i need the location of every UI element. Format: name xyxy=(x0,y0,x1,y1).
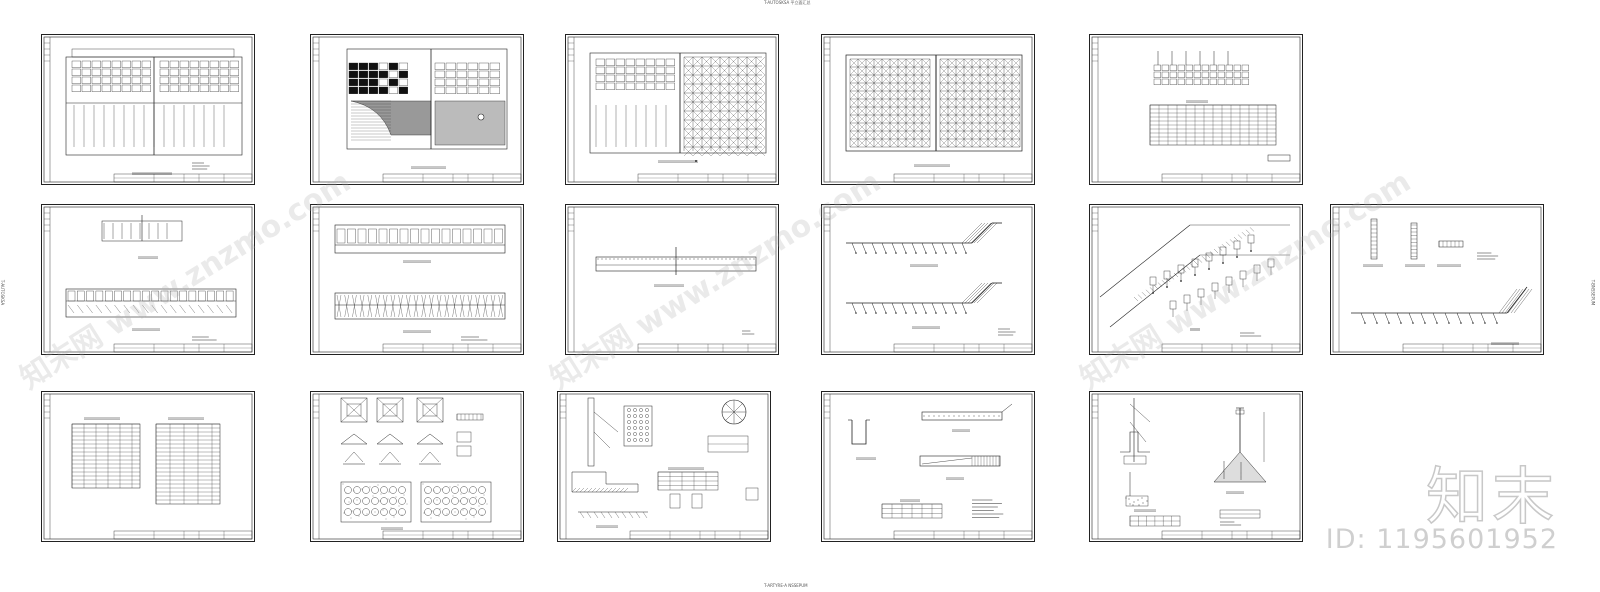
left-caption: T-AUTOSKSA xyxy=(0,279,6,306)
brand-logo-text: 知末 xyxy=(1425,459,1558,534)
sheet-drawing-detail-sections xyxy=(559,393,769,540)
sheet-drawing-pipe-run-1 xyxy=(823,206,1033,353)
drawing-sheet-material-tables xyxy=(41,391,255,542)
image-id-label: ID: 1195601952 xyxy=(1325,524,1558,555)
sheet-drawing-plan-grid-bays-1 xyxy=(43,36,253,183)
sheet-drawing-schedule-table-1 xyxy=(1091,36,1301,183)
sheet-drawing-section-elevations-1 xyxy=(43,206,253,353)
sheet-drawing-plan-hatched-1 xyxy=(312,36,522,183)
drawing-sheet-plan-grid-bays-1 xyxy=(41,34,255,185)
drawing-sheet-detail-pits xyxy=(310,391,524,542)
sheet-drawing-detail-pits xyxy=(312,393,522,540)
drawing-sheet-plan-full-mesh xyxy=(821,34,1035,185)
drawing-sheet-section-elevations-2 xyxy=(310,204,524,355)
drawing-sheet-plan-grid-mesh xyxy=(565,34,779,185)
drawing-sheet-pipe-isometric xyxy=(1089,204,1303,355)
sheet-drawing-plan-grid-mesh xyxy=(567,36,777,183)
sheet-drawing-detail-well xyxy=(1091,393,1301,540)
drawing-sheet-pipe-details xyxy=(1330,204,1544,355)
drawing-sheet-pipe-run-1 xyxy=(821,204,1035,355)
top-caption: T-AUTOSKSA 平立面汇总 xyxy=(764,0,811,5)
sheet-drawing-section-elevations-2 xyxy=(312,206,522,353)
drawing-sheet-plan-hatched-1 xyxy=(310,34,524,185)
right-caption: T-BNSSEPUM xyxy=(1590,279,1596,306)
drawing-sheet-detail-channel xyxy=(821,391,1035,542)
drawing-sheet-section-long xyxy=(565,204,779,355)
drawing-sheet-schedule-table-1 xyxy=(1089,34,1303,185)
bottom-caption: T-ARTYRE-A NSSEPUM xyxy=(764,583,808,588)
drawing-sheet-section-elevations-1 xyxy=(41,204,255,355)
drawing-sheet-detail-sections xyxy=(557,391,771,542)
sheet-drawing-plan-full-mesh xyxy=(823,36,1033,183)
sheet-drawing-material-tables xyxy=(43,393,253,540)
sheet-drawing-pipe-isometric xyxy=(1091,206,1301,353)
sheet-drawing-detail-channel xyxy=(823,393,1033,540)
drawing-sheet-detail-well xyxy=(1089,391,1303,542)
sheet-drawing-section-long xyxy=(567,206,777,353)
sheet-drawing-pipe-details xyxy=(1332,206,1542,353)
